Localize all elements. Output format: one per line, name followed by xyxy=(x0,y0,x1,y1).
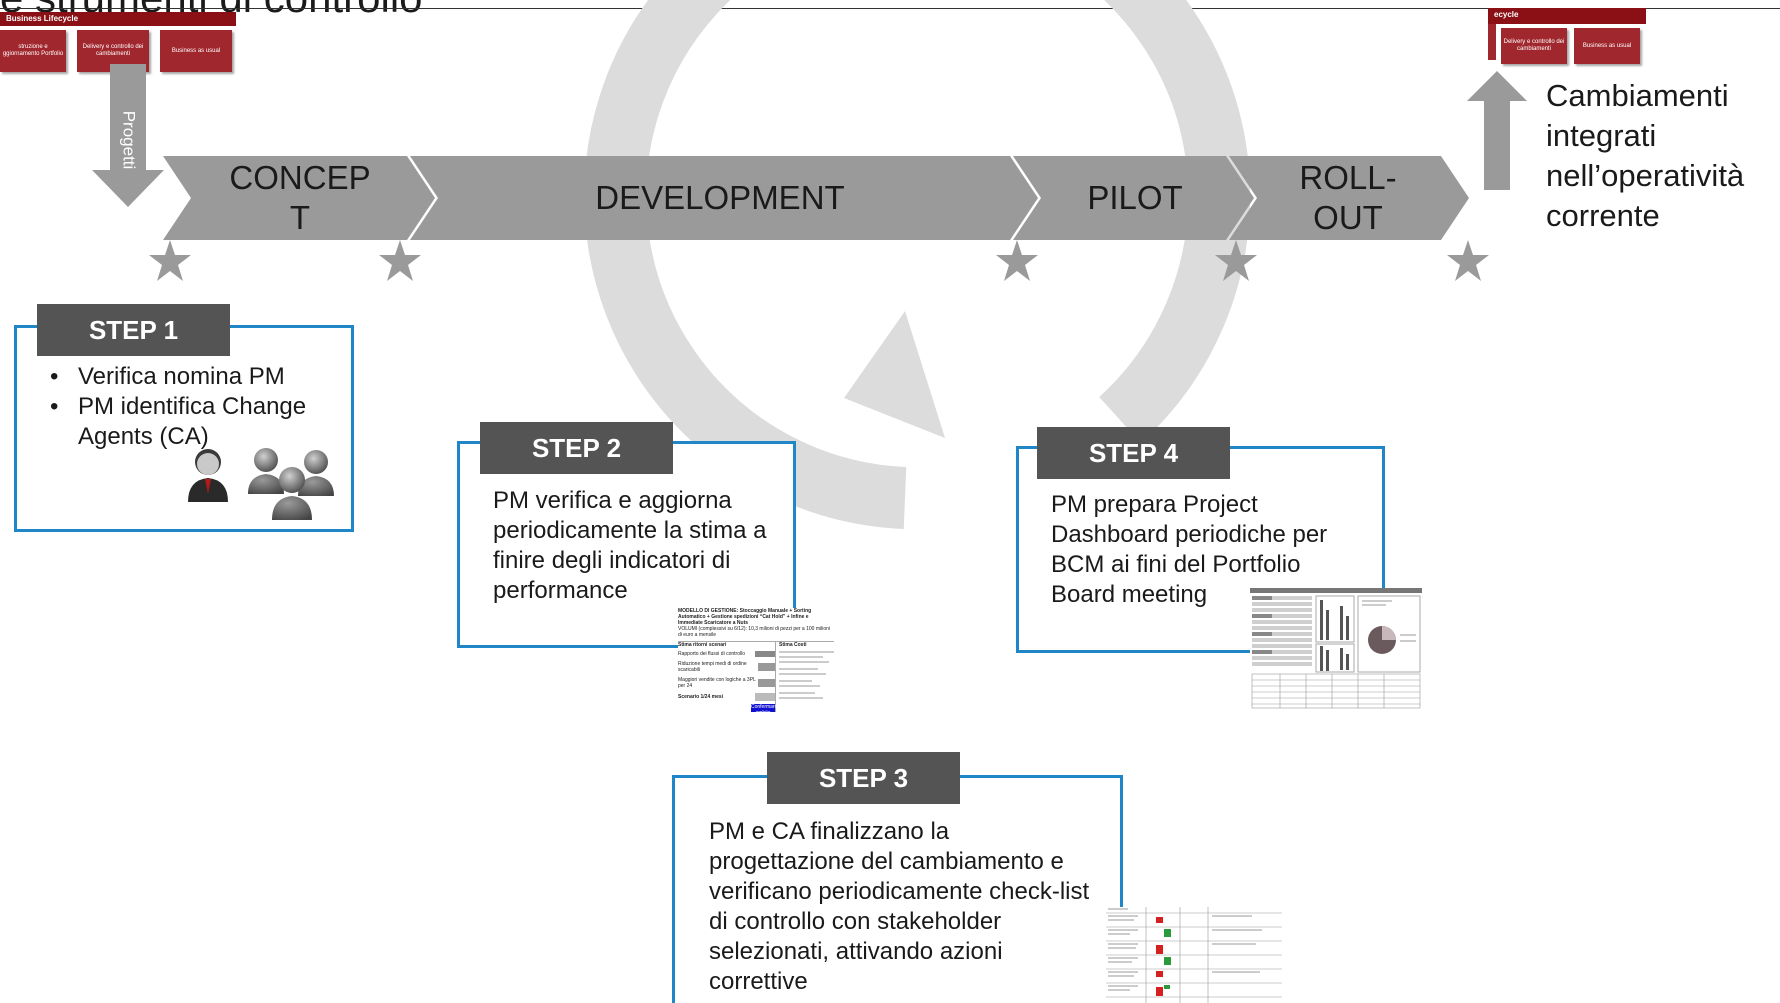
step2-box xyxy=(457,441,796,648)
doc-line-2: VOLUMI (complessivi su 6/12): 10,3 milio… xyxy=(678,626,831,638)
step3-tag: STEP 3 xyxy=(767,752,960,804)
step1-bullet-text: PM identifica Change Agents (CA) xyxy=(78,393,307,450)
step3-checklist-thumbnail xyxy=(1106,907,1282,1003)
doc-row: Rapporto dei flussi di controllo xyxy=(678,651,745,657)
progetti-down-arrow xyxy=(92,64,164,207)
mini-box-delivery-right: Delivery e controllo dei cambiamenti xyxy=(1501,28,1567,64)
doc-col-left: Stima ritorni scenari xyxy=(678,642,727,648)
doc-blue-button: Confermare ambito attuale xyxy=(751,704,777,712)
doc-row: Maggiori vendite con logiche a 3PL per 2… xyxy=(678,677,756,689)
step1-bullet-item: • PM identifica Change Agents (CA) xyxy=(50,392,350,452)
progetti-label: Progetti xyxy=(119,110,138,170)
mini-box-business-as-usual-right: Business as usual xyxy=(1574,28,1640,64)
outcome-text: Cambiamenti integrati nell’operatività c… xyxy=(1546,78,1745,233)
progetti-label-wrap: Progetti xyxy=(108,104,148,176)
step1-bullet-text: Verifica nomina PM xyxy=(78,363,285,390)
bullet-icon: • xyxy=(50,363,59,390)
step1-bullets: • Verifica nomina PM • PM identifica Cha… xyxy=(50,362,350,452)
step4-tag: STEP 4 xyxy=(1037,427,1230,479)
chevron-concept xyxy=(163,156,435,240)
phase-concept: CONCEP T xyxy=(200,158,400,238)
mini-box-edge xyxy=(1488,24,1496,60)
step2-text: PM verifica e aggiorna periodicamente la… xyxy=(493,487,767,604)
step2-tag: STEP 2 xyxy=(480,422,673,474)
milestone-star-icon xyxy=(996,240,1038,281)
outcome-up-arrow xyxy=(1467,71,1527,190)
mini-lifecycle-left: Business Lifecycle struzione e ggiorname… xyxy=(0,12,240,76)
mini-box-portfolio: struzione e ggiornamento Portfolio xyxy=(0,30,66,72)
step2-document-thumbnail: MODELLO DI GESTIONE: Stoccaggio Manuale … xyxy=(678,608,834,712)
phase-concept-line2: T xyxy=(289,199,311,236)
doc-col-right: Stima Costi xyxy=(779,642,807,648)
step4-dashboard-thumbnail xyxy=(1250,588,1422,711)
mini-lifecycle-header: Business Lifecycle xyxy=(0,12,236,26)
doc-row-value xyxy=(755,651,775,657)
mini-lifecycle-right: ecycle Delivery e controllo dei cambiame… xyxy=(1488,8,1648,64)
milestone-star-icon xyxy=(1447,240,1489,281)
step3-text: PM e CA finalizzano la progettazione del… xyxy=(709,818,1090,995)
step1-tag: STEP 1 xyxy=(37,304,230,356)
step4-text: PM prepara Project Dashboard periodiche … xyxy=(1051,491,1328,608)
chevron-rollout xyxy=(1229,156,1469,240)
doc-line-1: MODELLO DI GESTIONE: Stoccaggio Manuale … xyxy=(678,608,812,626)
mini-box-business-as-usual: Business as usual xyxy=(160,30,232,72)
bullet-icon: • xyxy=(50,393,59,420)
doc-total-value xyxy=(755,693,775,701)
phase-rollout-line2: OUT xyxy=(1313,199,1383,236)
phase-rollout: ROLL- OUT xyxy=(1258,158,1438,238)
chevron-development xyxy=(410,156,1038,240)
milestone-star-icon xyxy=(379,240,421,281)
phase-rollout-line1: ROLL- xyxy=(1299,159,1397,196)
mini-lifecycle-header-right: ecycle xyxy=(1488,8,1646,24)
chevron-pilot xyxy=(1013,156,1254,240)
doc-row-value xyxy=(757,663,775,671)
phase-pilot: PILOT xyxy=(1087,179,1183,216)
step1-bullet-item: • Verifica nomina PM xyxy=(50,362,350,392)
milestone-star-icon xyxy=(149,240,191,281)
people-icon xyxy=(188,448,334,520)
doc-total: Scenario 1/24 mesi xyxy=(678,694,724,700)
phase-concept-line1: CONCEP xyxy=(229,159,371,196)
doc-row-value xyxy=(757,679,775,687)
cycle-arrow xyxy=(584,0,1251,529)
milestone-stars xyxy=(149,240,1489,281)
title-divider xyxy=(0,8,1780,9)
phase-development: DEVELOPMENT xyxy=(595,179,845,216)
doc-row: Riduzione tempi medi di ordine scaricabi… xyxy=(678,661,747,673)
milestone-star-icon xyxy=(1215,240,1257,281)
